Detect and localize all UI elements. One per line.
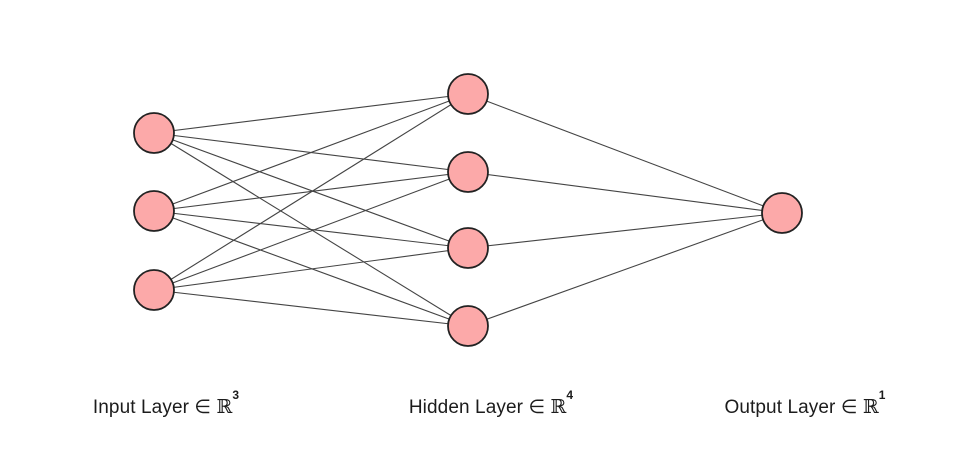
neuron-circle <box>447 73 489 115</box>
caption-dimension-exponent: 4 <box>566 388 573 402</box>
neuron-circle <box>447 305 489 347</box>
caption-reals-symbol: ℝ <box>216 396 232 418</box>
edge-i3-h3 <box>153 247 469 291</box>
layer-caption-hidden: Hidden Layer ∈ ℝ4 <box>409 388 574 418</box>
edge-h3-o1 <box>467 212 783 249</box>
caption-name: Hidden Layer ∈ <box>409 397 551 418</box>
edge-i3-h1 <box>153 93 469 291</box>
neuron-h4[interactable] <box>447 305 489 347</box>
caption-dimension-exponent: 3 <box>232 388 239 402</box>
edge-h2-o1 <box>467 171 783 214</box>
neuron-circle <box>133 112 175 154</box>
neuron-h1[interactable] <box>447 73 489 115</box>
neuron-circle <box>133 190 175 232</box>
edge-group <box>153 93 783 327</box>
caption-name: Input Layer ∈ <box>93 397 217 418</box>
neuron-i1[interactable] <box>133 112 175 154</box>
edge-i2-h3 <box>153 210 469 249</box>
edge-h4-o1 <box>467 212 783 327</box>
edge-i3-h4 <box>153 289 469 327</box>
caption-reals-symbol: ℝ <box>863 396 879 418</box>
edge-h1-o1 <box>467 93 783 214</box>
neuron-h2[interactable] <box>447 151 489 193</box>
edge-i2-h1 <box>153 93 469 212</box>
neuron-circle <box>447 151 489 193</box>
edge-i1-h3 <box>153 132 469 249</box>
neuron-circle <box>761 192 803 234</box>
layer-caption-output: Output Layer ∈ ℝ1 <box>724 388 885 418</box>
caption-name: Output Layer ∈ <box>724 397 862 418</box>
caption-dimension-exponent: 1 <box>879 388 886 402</box>
node-group <box>133 73 803 347</box>
neuron-circle <box>133 269 175 311</box>
neuron-i2[interactable] <box>133 190 175 232</box>
neuron-o1[interactable] <box>761 192 803 234</box>
neuron-i3[interactable] <box>133 269 175 311</box>
edge-i3-h2 <box>153 171 469 291</box>
neuron-h3[interactable] <box>447 227 489 269</box>
neuron-circle <box>447 227 489 269</box>
layer-caption-input: Input Layer ∈ ℝ3 <box>93 388 239 418</box>
caption-reals-symbol: ℝ <box>550 396 566 418</box>
edge-i1-h1 <box>153 93 469 134</box>
